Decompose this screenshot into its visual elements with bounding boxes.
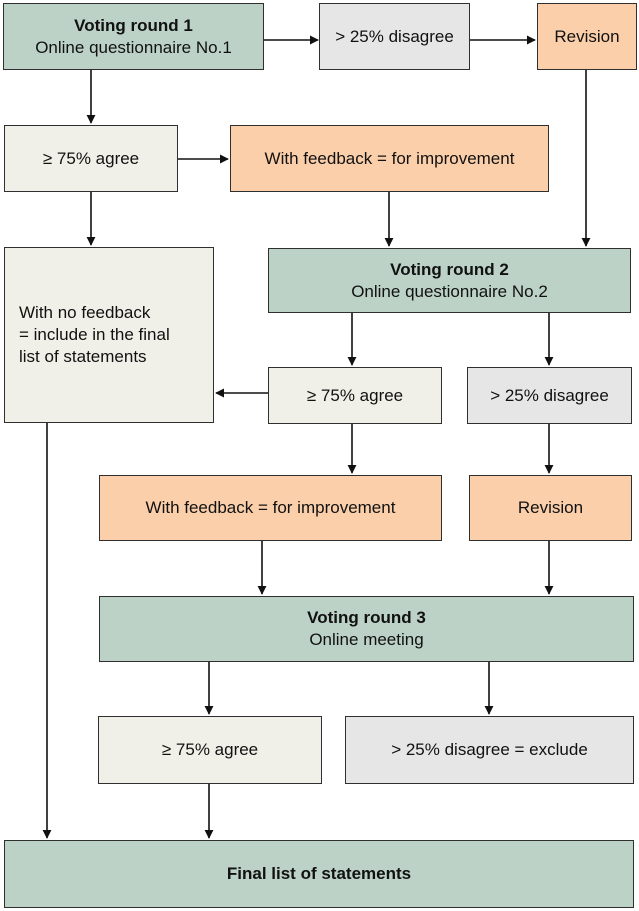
round1-feedback-label: With feedback = for improvement <box>264 148 515 168</box>
voting-round-2-box: Voting round 2 Online questionnaire No.2 <box>268 248 631 313</box>
round1-revision-box: Revision <box>537 3 637 70</box>
round1-agree-box: ≥ 75% agree <box>4 125 178 192</box>
no-feedback-box: With no feedback = include in the final … <box>4 247 214 423</box>
round3-exclude-label: > 25% disagree = exclude <box>391 740 588 759</box>
final-list-label: Final list of statements <box>226 864 412 883</box>
no-feedback-line1: With no feedback <box>19 303 151 322</box>
voting-round-3-title: Voting round 3 <box>307 608 426 627</box>
round2-agree-box: ≥ 75% agree <box>268 367 442 424</box>
round2-revision-box: Revision <box>469 475 632 541</box>
round3-exclude-box: > 25% disagree = exclude <box>345 716 634 784</box>
round2-disagree-box: > 25% disagree <box>467 367 632 424</box>
round2-disagree-label: > 25% disagree <box>490 385 609 405</box>
round1-feedback-box: With feedback = for improvement <box>230 125 549 192</box>
voting-round-3-box: Voting round 3 Online meeting <box>99 596 634 662</box>
round1-disagree-label: > 25% disagree <box>335 26 454 46</box>
round1-disagree-box: > 25% disagree <box>319 3 470 70</box>
round2-feedback-box: With feedback = for improvement <box>99 475 442 541</box>
round1-agree-label: ≥ 75% agree <box>42 148 140 168</box>
voting-round-1-title: Voting round 1 <box>74 15 193 35</box>
voting-round-2-subtitle: Online questionnaire No.2 <box>351 281 548 301</box>
no-feedback-line3: list of statements <box>19 347 147 366</box>
final-list-box: Final list of statements <box>4 840 634 908</box>
no-feedback-line2: = include in the final <box>19 325 170 344</box>
round2-agree-label: ≥ 75% agree <box>306 385 404 405</box>
voting-round-2-title: Voting round 2 <box>390 259 509 279</box>
round2-feedback-label: With feedback = for improvement <box>145 498 396 517</box>
voting-round-1-subtitle: Online questionnaire No.1 <box>35 37 232 57</box>
round2-revision-label: Revision <box>517 498 584 517</box>
round3-agree-label: ≥ 75% agree <box>161 740 259 759</box>
round1-revision-label: Revision <box>554 26 620 46</box>
voting-round-1-box: Voting round 1 Online questionnaire No.1 <box>3 3 264 70</box>
voting-round-3-subtitle: Online meeting <box>309 630 424 649</box>
round3-agree-box: ≥ 75% agree <box>98 716 322 784</box>
